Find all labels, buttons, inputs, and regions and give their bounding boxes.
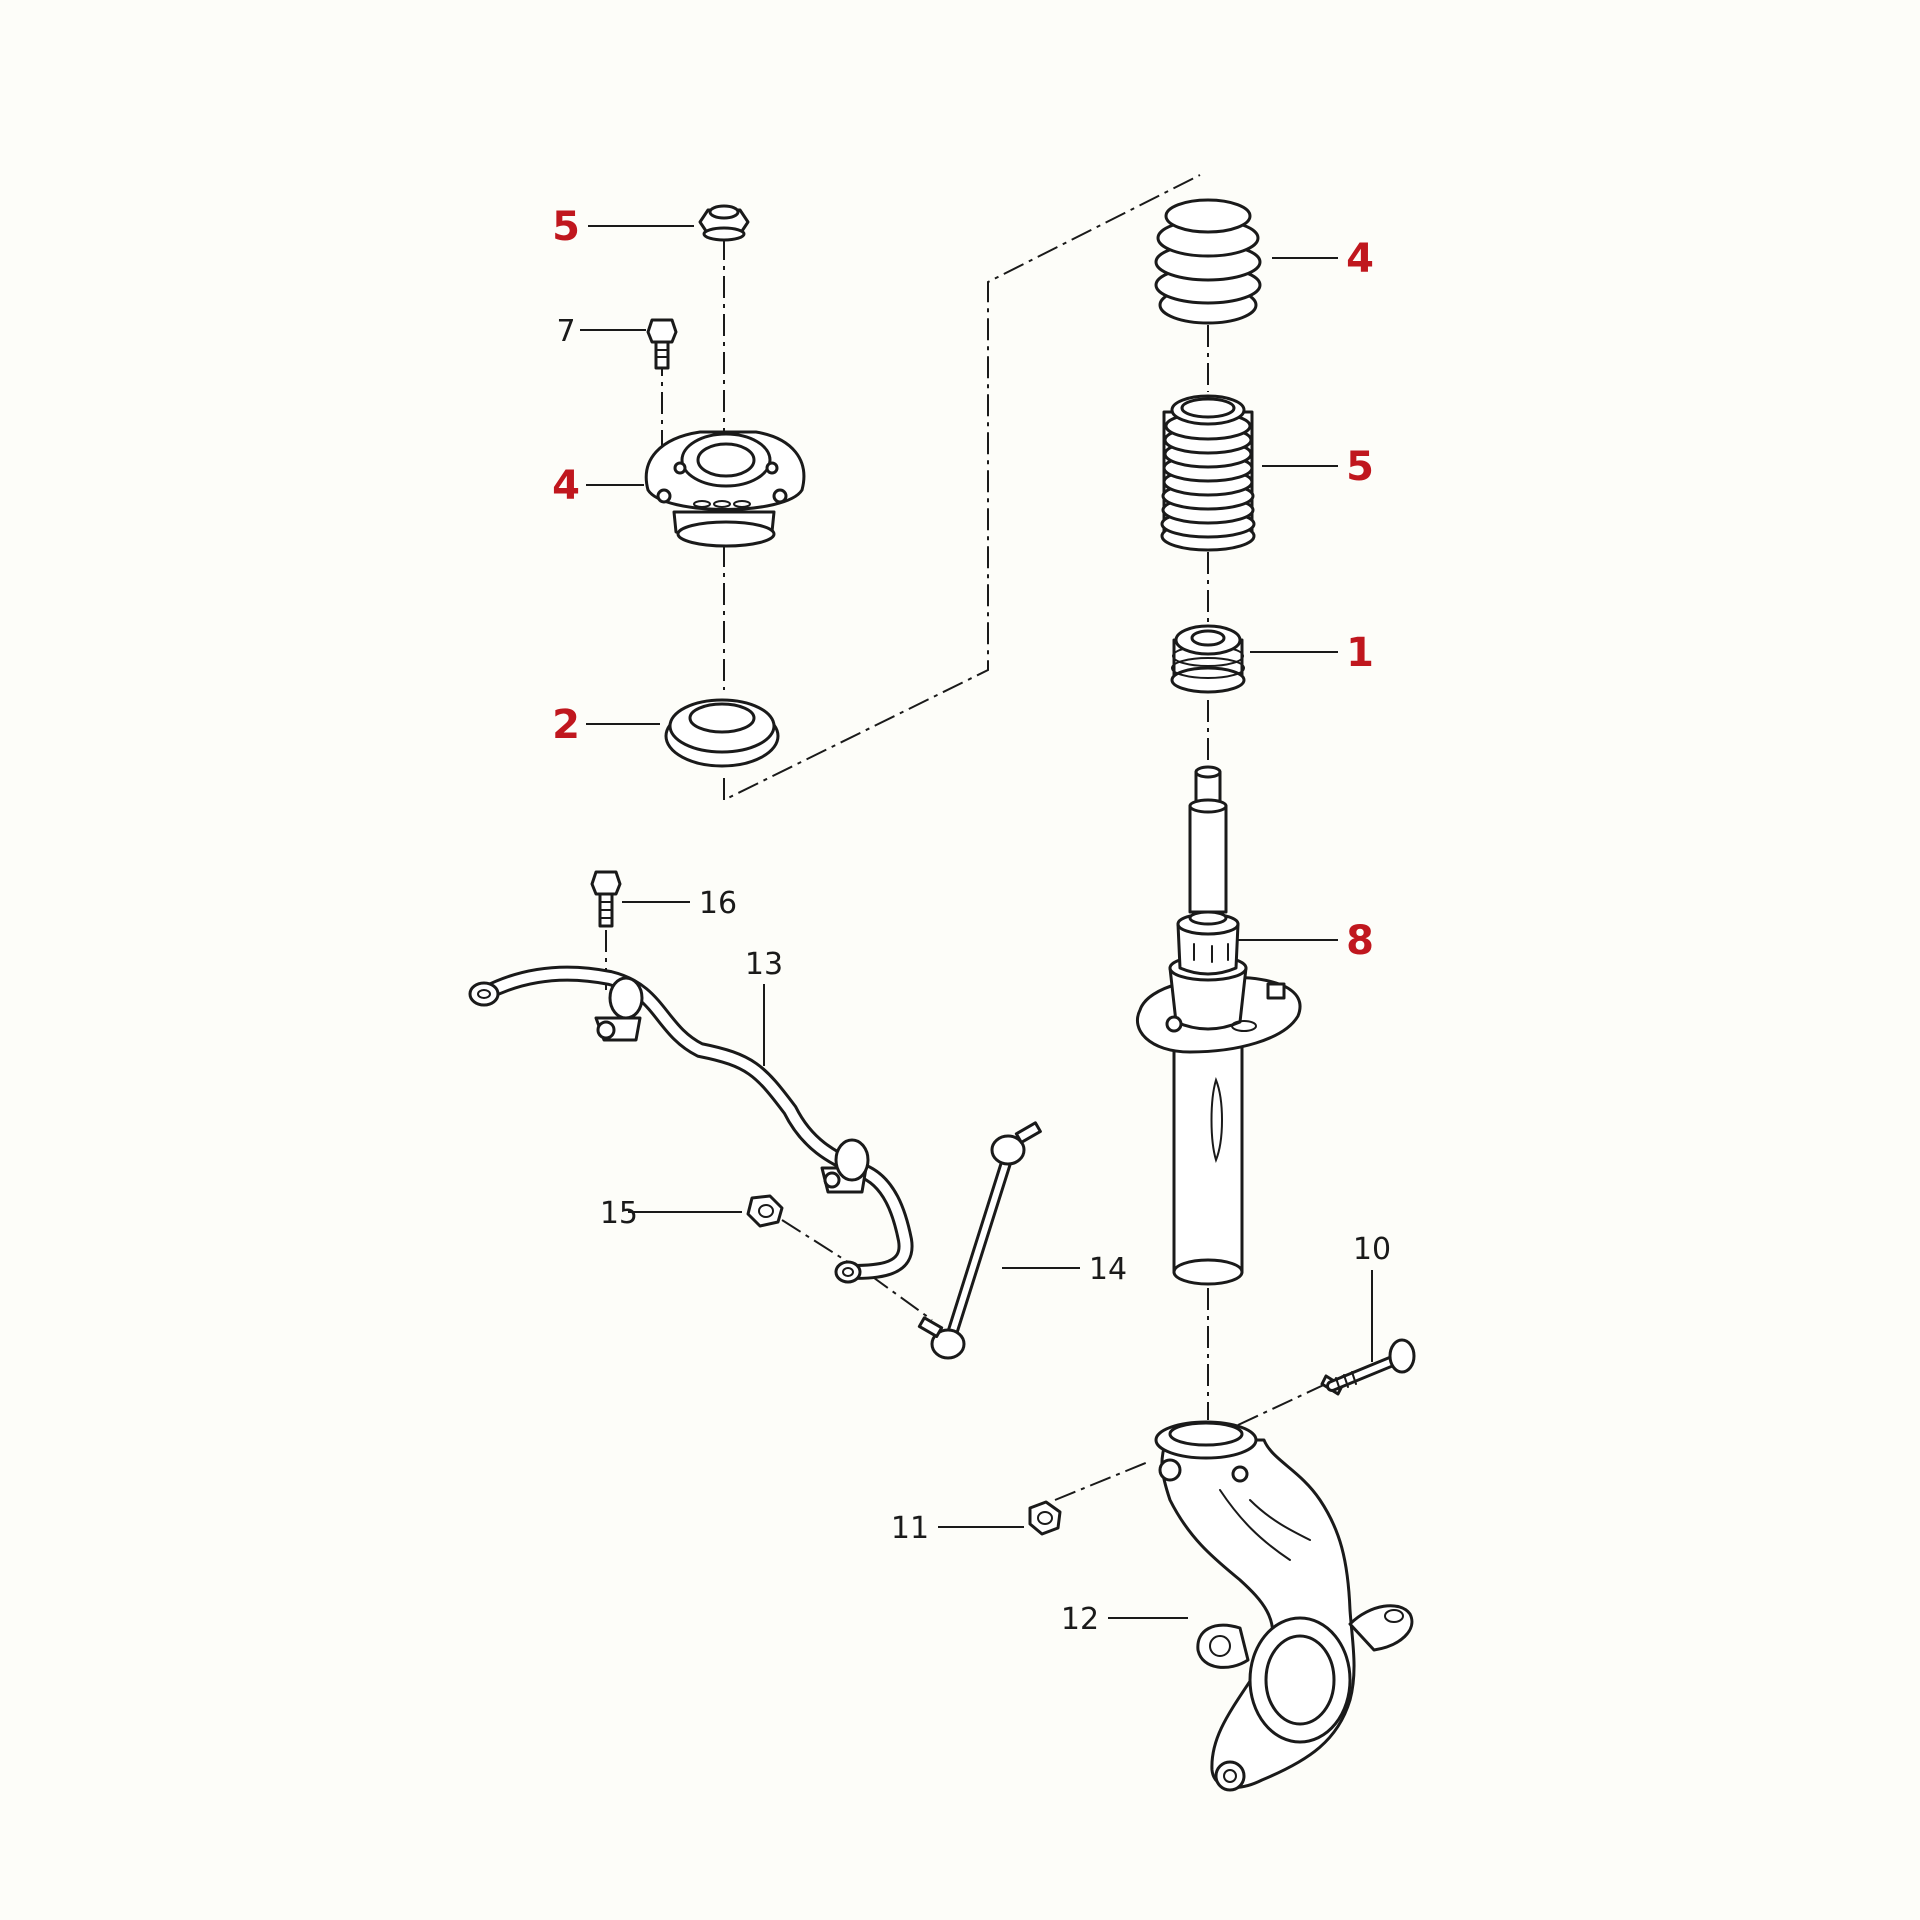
coupling-rod <box>917 1121 1042 1360</box>
callout-stab-nut: 15 <box>600 1196 638 1231</box>
callout-wheel-bearing-housing: 12 <box>1061 1602 1099 1637</box>
strut-bearing <box>664 698 780 768</box>
stabilizer-bar <box>468 965 914 1284</box>
callout-strut: 8 <box>1346 918 1374 964</box>
callout-bolt-7: 7 <box>556 314 575 349</box>
callout-coupling-rod: 14 <box>1089 1252 1127 1287</box>
bump-stop <box>1170 624 1246 694</box>
wheel-bearing-housing <box>1154 1420 1414 1792</box>
callout-nut-top: 5 <box>552 204 580 250</box>
bolt-16 <box>590 870 622 928</box>
bolt-7 <box>646 318 678 370</box>
callout-bump-stop: 1 <box>1346 630 1374 676</box>
shock-strut <box>1136 765 1302 1286</box>
callouts: 5 7 4 2 4 5 1 8 16 13 15 14 10 11 12 <box>552 204 1391 1637</box>
strut-top-mount <box>644 430 806 548</box>
callout-bellows: 5 <box>1346 444 1374 490</box>
callout-knuckle-bolt: 10 <box>1353 1232 1391 1267</box>
bolt-10 <box>1320 1338 1416 1396</box>
protective-bellows <box>1160 394 1256 552</box>
callout-stab-bolt: 16 <box>699 886 737 921</box>
coil-spring <box>1154 198 1262 325</box>
callout-knuckle-nut: 11 <box>891 1511 929 1546</box>
assembly-lines <box>605 174 1346 1501</box>
callout-coil-spring: 4 <box>1346 236 1374 282</box>
nut-15 <box>746 1194 784 1228</box>
callout-bearing: 2 <box>552 702 580 748</box>
top-nut <box>698 204 750 242</box>
callout-stabilizer-bar: 13 <box>745 947 783 982</box>
nut-11 <box>1028 1500 1062 1536</box>
callout-top-mount: 4 <box>552 463 580 509</box>
